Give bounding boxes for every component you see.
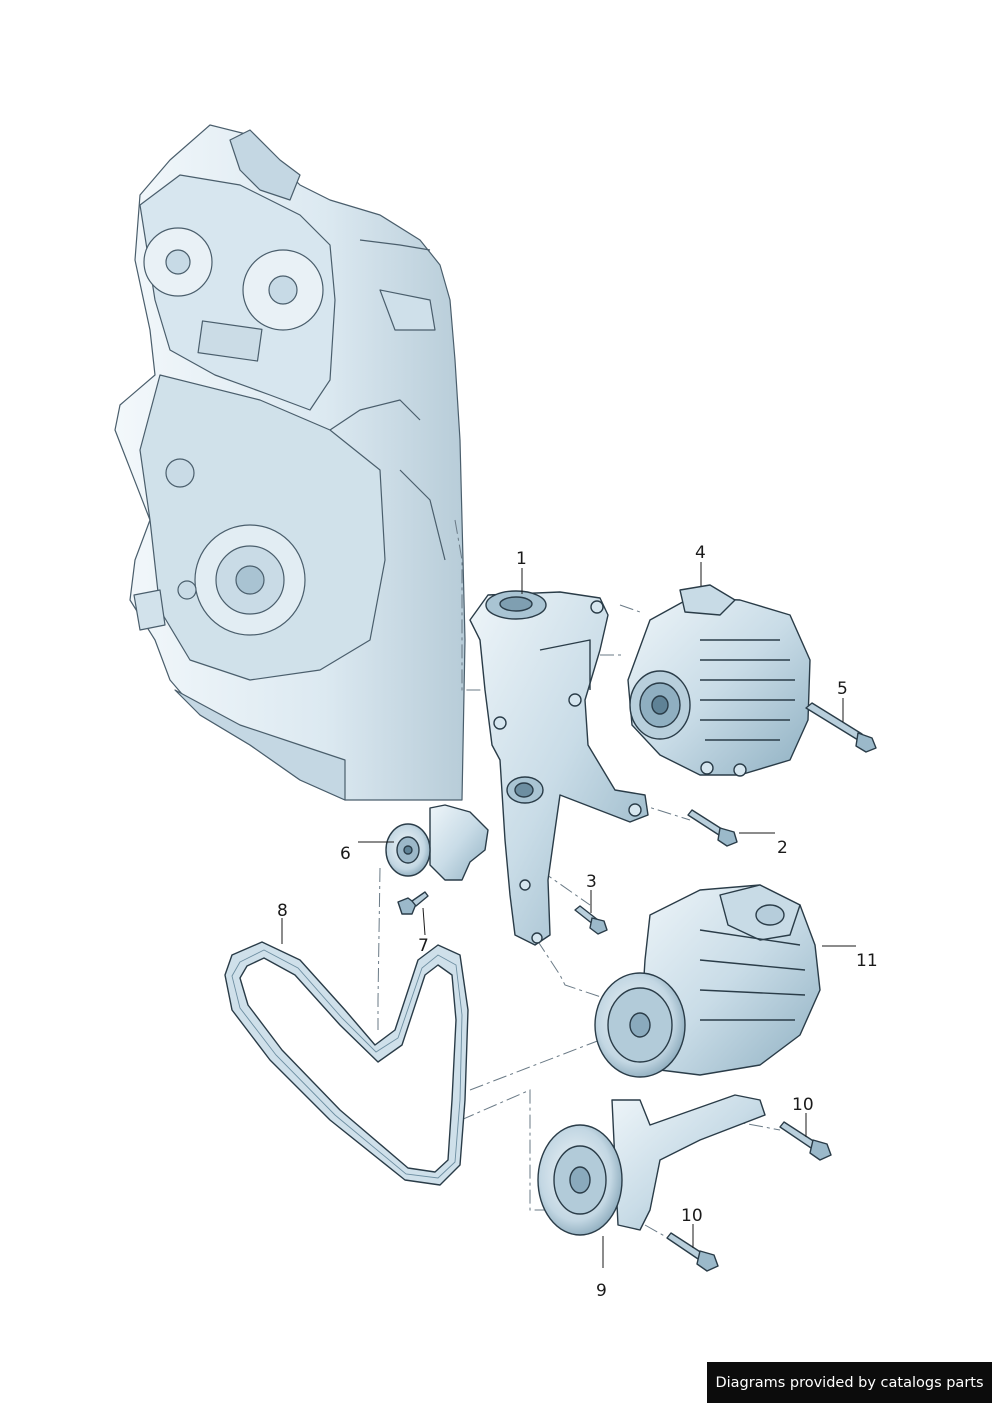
callout-3: 3: [586, 872, 597, 892]
callout-labels: 1 2 3 4 5 6 7 8 9 10 10 11: [277, 543, 878, 1301]
bolt-2: [687, 809, 738, 847]
callout-6: 6: [340, 844, 351, 864]
ac-compressor-part: [594, 884, 821, 1078]
callout-2: 2: [777, 838, 788, 858]
bolt-5: [805, 702, 877, 753]
bolt-3: [574, 905, 608, 935]
callout-8: 8: [277, 901, 288, 921]
callout-7: 7: [418, 936, 429, 956]
credit-text: Diagrams provided by catalogs parts: [715, 1374, 984, 1391]
callout-10-upper: 10: [792, 1095, 814, 1115]
bolt-10-upper: [779, 1121, 832, 1161]
ribbed-belt-part: [224, 941, 469, 1186]
tensioner-part: [385, 804, 489, 881]
bracket-part: [469, 590, 649, 946]
alternator-part: [627, 584, 811, 777]
credit-banner: Diagrams provided by catalogs parts: [707, 1362, 992, 1403]
assembly-lines: [377, 519, 781, 1239]
bolt-7: [397, 891, 429, 915]
callout-4: 4: [695, 543, 706, 563]
bolt-10-lower: [666, 1232, 719, 1272]
engine-block: [114, 124, 466, 801]
callout-1: 1: [516, 549, 527, 569]
idler-pulley-part: [537, 1094, 766, 1236]
callout-11: 11: [856, 951, 878, 971]
leader-lines: [281, 562, 856, 1268]
callout-5: 5: [837, 679, 848, 699]
callout-10-lower: 10: [681, 1206, 703, 1226]
callout-9: 9: [596, 1281, 607, 1301]
